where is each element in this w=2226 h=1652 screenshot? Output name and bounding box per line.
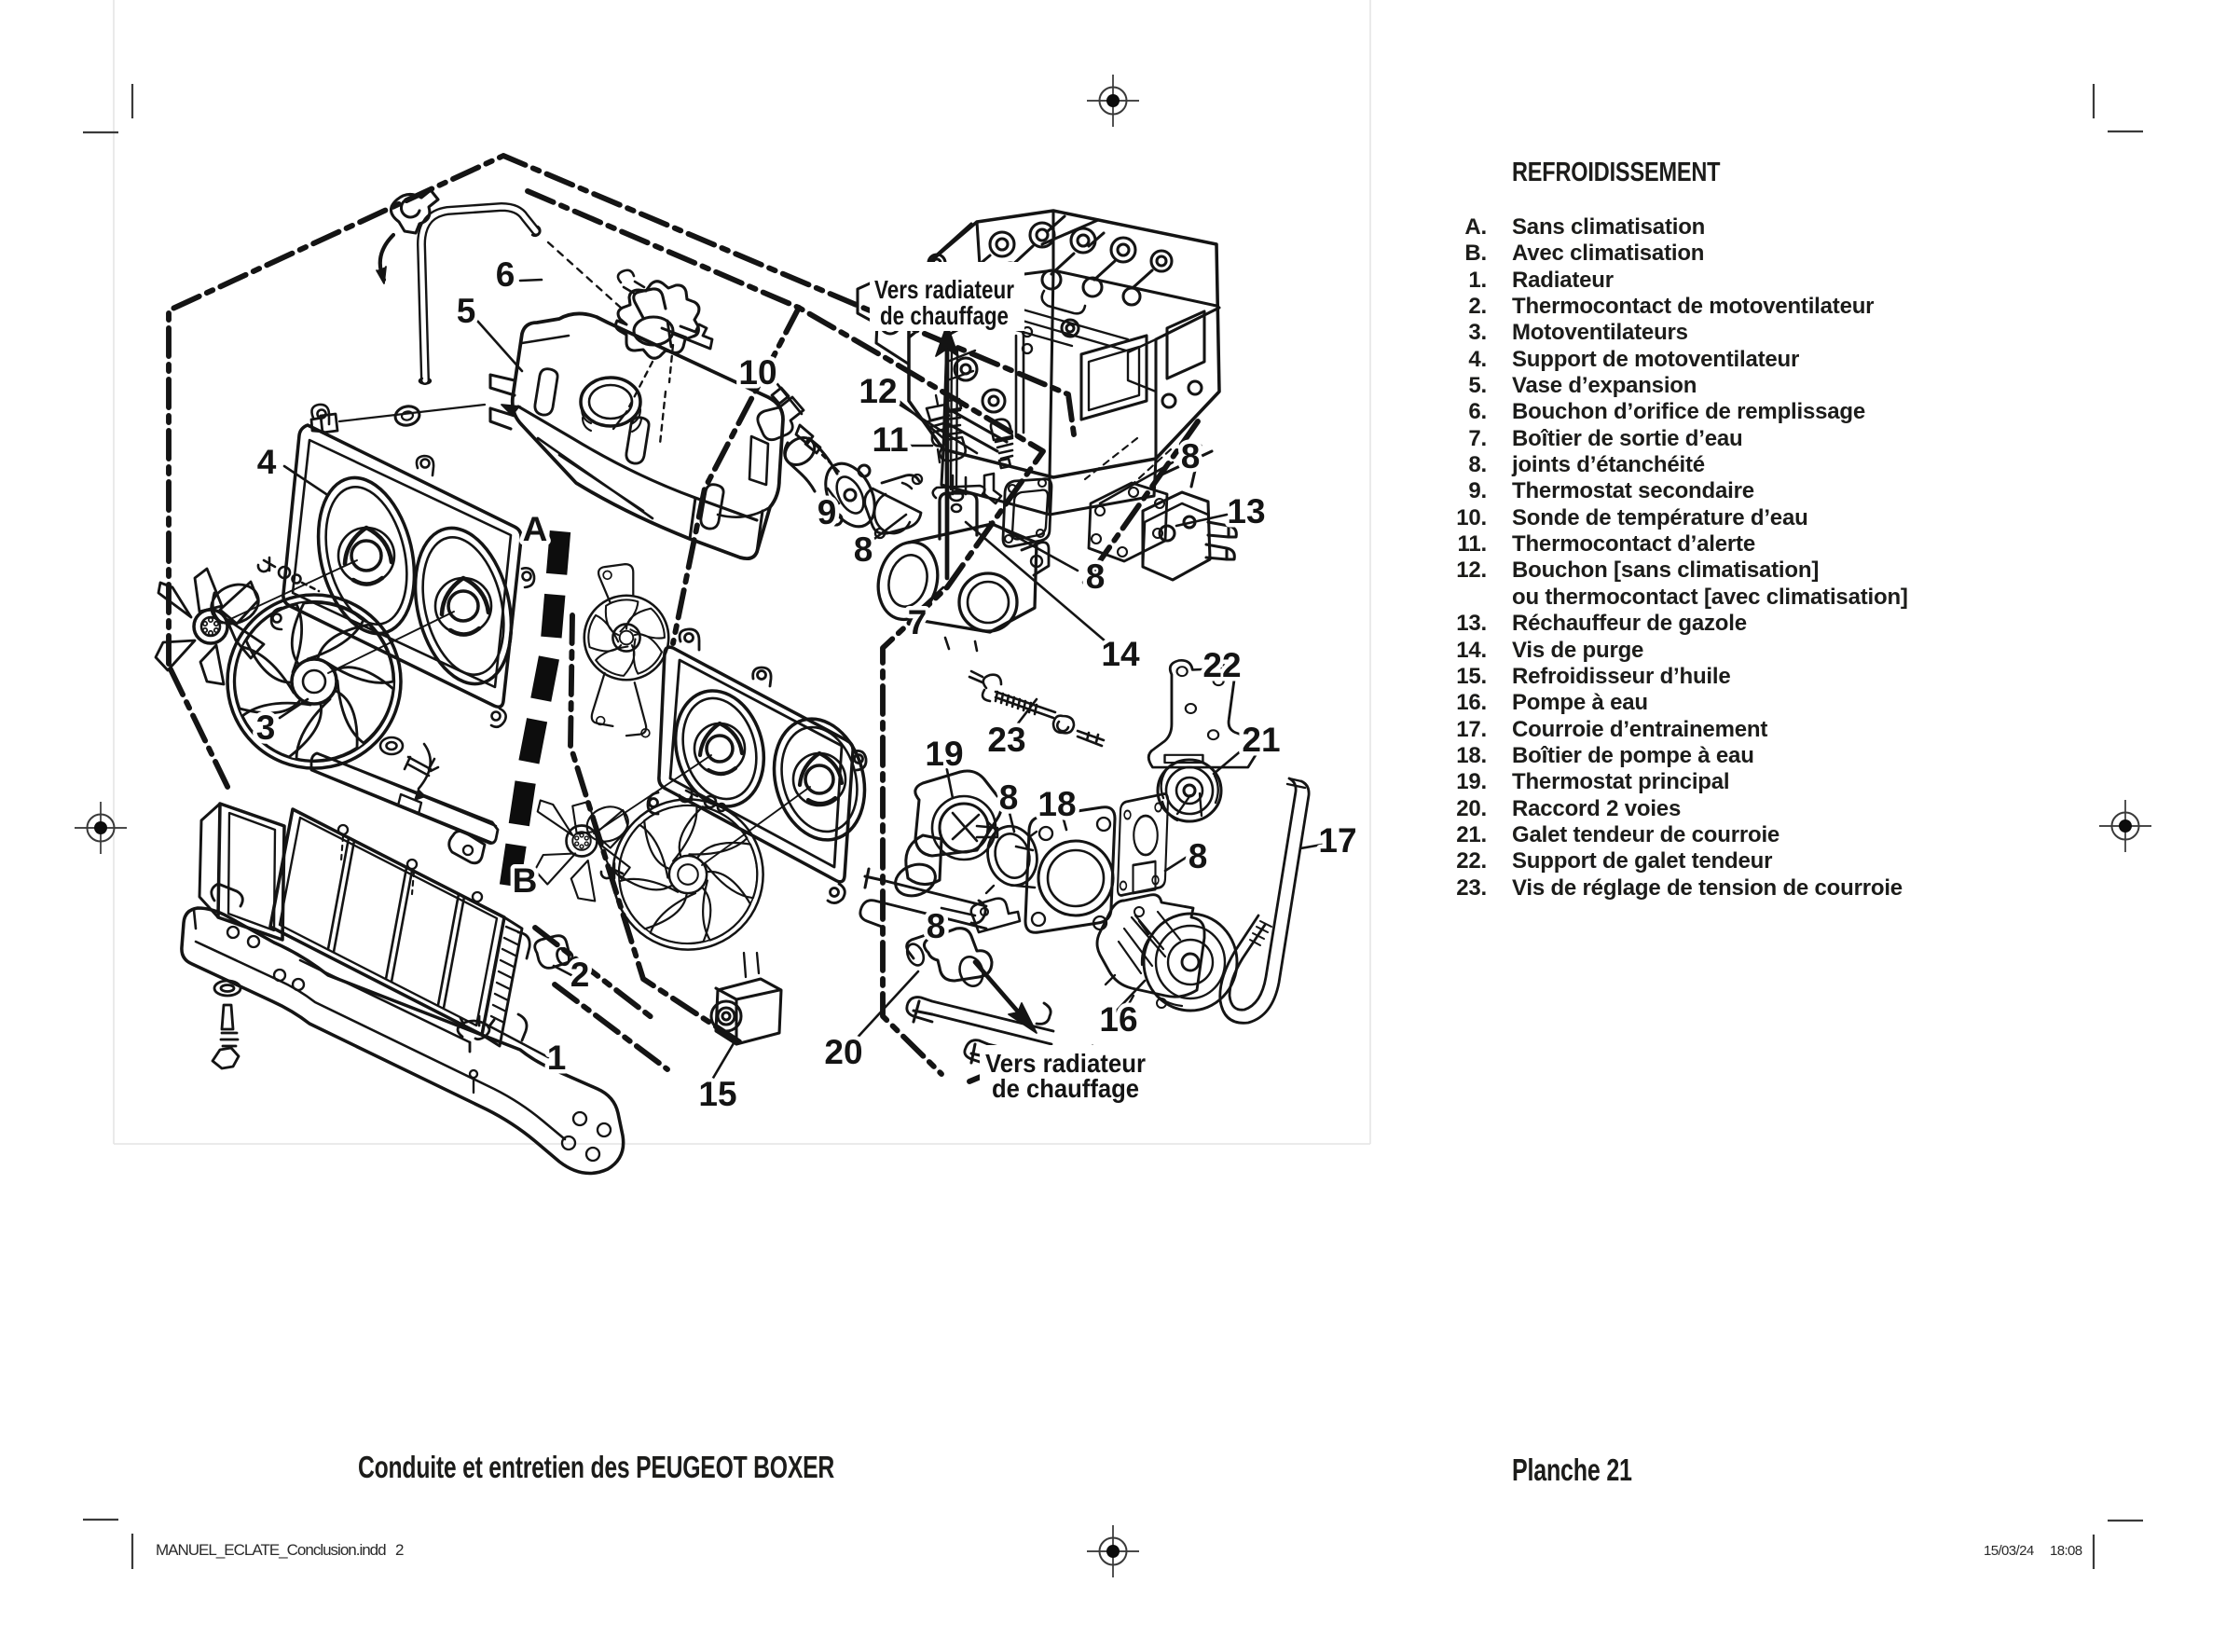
svg-text:Vers radiateur: Vers radiateur [985, 1049, 1146, 1078]
svg-text:Vers radiateur: Vers radiateur [874, 275, 1014, 304]
svg-text:19: 19 [925, 735, 963, 773]
svg-text:14: 14 [1101, 635, 1140, 673]
svg-text:2: 2 [570, 956, 590, 994]
svg-text:8: 8 [1181, 437, 1201, 475]
svg-text:11: 11 [872, 420, 908, 459]
svg-text:23: 23 [987, 721, 1025, 759]
svg-text:8: 8 [1189, 837, 1208, 875]
svg-text:9: 9 [818, 493, 837, 531]
svg-text:21: 21 [1242, 721, 1280, 759]
svg-text:1: 1 [547, 1039, 567, 1077]
svg-text:10: 10 [738, 353, 776, 392]
svg-text:6: 6 [496, 255, 515, 294]
svg-text:8: 8 [927, 907, 946, 945]
svg-text:8: 8 [999, 778, 1019, 817]
svg-text:5: 5 [457, 292, 476, 330]
svg-text:de chauffage: de chauffage [880, 301, 1009, 330]
svg-text:4: 4 [257, 443, 277, 481]
svg-text:17: 17 [1318, 821, 1356, 860]
svg-text:16: 16 [1099, 1000, 1137, 1039]
svg-text:8: 8 [854, 530, 873, 569]
svg-text:7: 7 [908, 603, 928, 641]
svg-text:B: B [513, 861, 538, 900]
svg-text:13: 13 [1227, 492, 1265, 530]
svg-text:20: 20 [824, 1033, 862, 1071]
svg-text:de chauffage: de chauffage [992, 1074, 1139, 1103]
svg-text:A: A [523, 510, 548, 548]
svg-text:18: 18 [1037, 785, 1076, 823]
svg-text:12: 12 [859, 372, 897, 410]
svg-text:8: 8 [1086, 558, 1106, 596]
svg-text:15: 15 [698, 1075, 736, 1113]
svg-text:22: 22 [1202, 646, 1241, 684]
svg-text:3: 3 [256, 709, 276, 747]
